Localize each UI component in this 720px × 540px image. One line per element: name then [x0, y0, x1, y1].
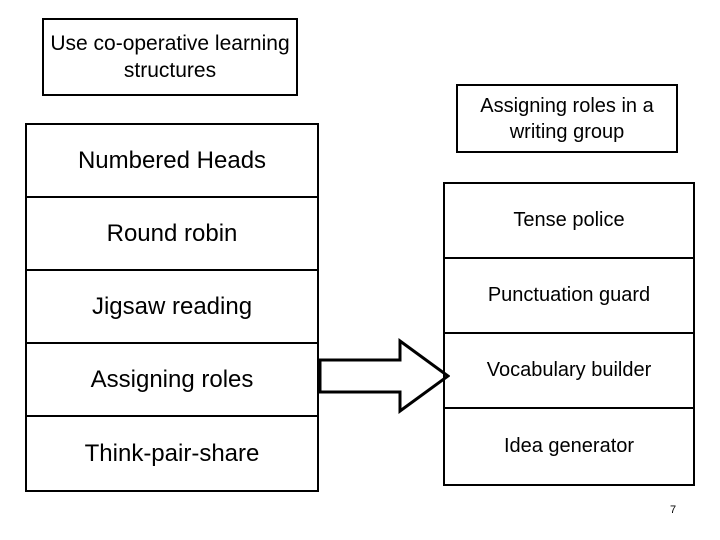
list-item: Tense police — [445, 184, 693, 259]
list-item: Numbered Heads — [27, 125, 317, 198]
list-item: Vocabulary builder — [445, 334, 693, 409]
list-item: Idea generator — [445, 409, 693, 484]
list-item: Punctuation guard — [445, 259, 693, 334]
page-number: 7 — [669, 504, 677, 516]
list-item-label: Numbered Heads — [77, 146, 267, 174]
list-item-label: Round robin — [106, 219, 238, 247]
list-item-label: Tense police — [513, 209, 625, 231]
list-item-label: Vocabulary builder — [486, 359, 652, 381]
left-strategy-list: Numbered Heads Round robin Jigsaw readin… — [25, 123, 319, 492]
title-box: Use co-operative learning structures — [42, 18, 298, 96]
list-item-label: Idea generator — [503, 435, 635, 457]
right-block-arrow-icon — [318, 338, 450, 414]
title-box-label: Use co-operative learning structures — [50, 31, 290, 82]
right-roles-list: Tense police Punctuation guard Vocabular… — [443, 182, 695, 486]
list-item-label: Jigsaw reading — [91, 292, 253, 320]
right-header-box: Assigning roles in a writing group — [456, 84, 678, 153]
list-item: Think-pair-share — [27, 417, 317, 490]
list-item: Round robin — [27, 198, 317, 271]
list-item-label: Assigning roles — [90, 365, 254, 393]
list-item: Jigsaw reading — [27, 271, 317, 344]
list-item: Assigning roles — [27, 344, 317, 417]
list-item-label: Think-pair-share — [84, 439, 260, 467]
right-header-label: Assigning roles in a writing group — [480, 94, 654, 143]
list-item-label: Punctuation guard — [487, 284, 651, 306]
